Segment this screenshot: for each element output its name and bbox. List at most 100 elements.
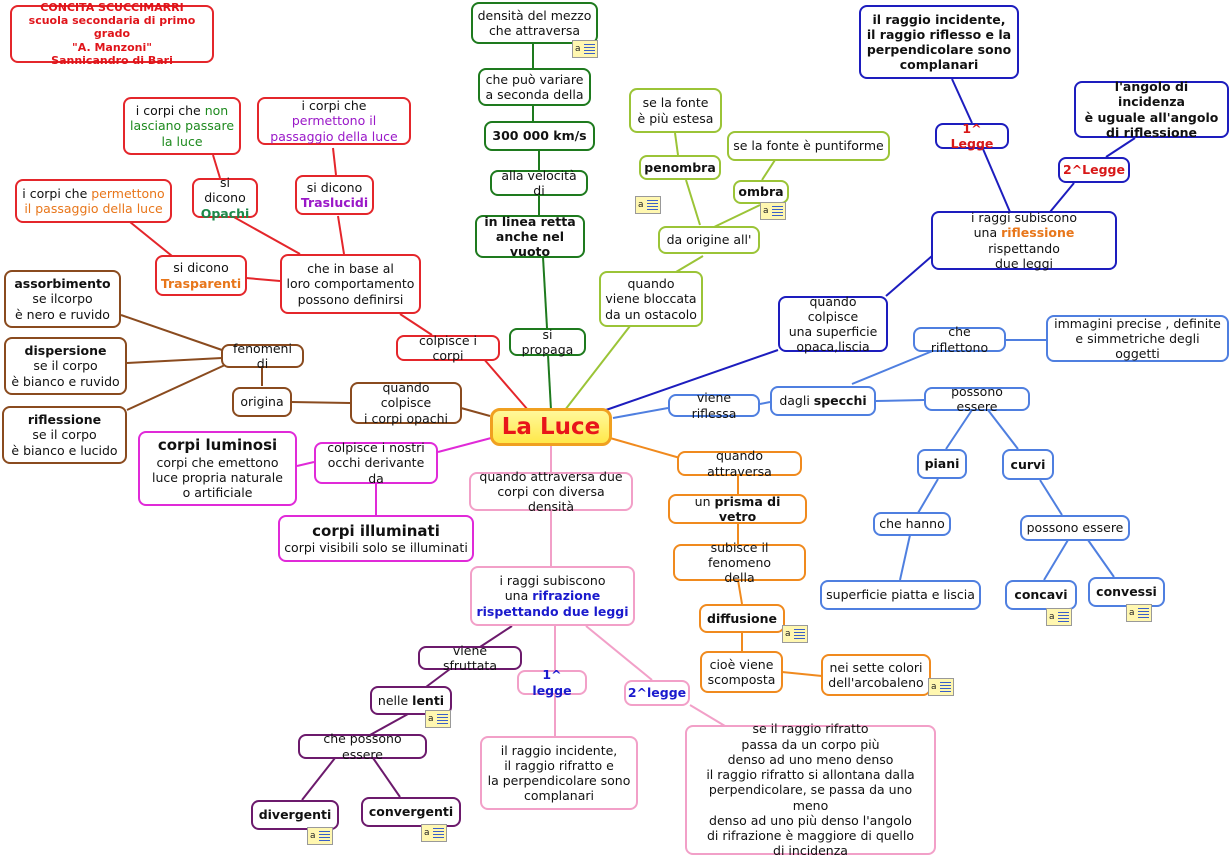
node-fonte-estesa[interactable]: se la fonte è più estesa xyxy=(629,88,722,133)
node-si-dicono-trasparenti[interactable]: si dicono Trasparenti xyxy=(155,255,247,296)
node-colpisce-occhi[interactable]: colpisce i nostri occhi derivante da xyxy=(314,440,438,486)
node-riflessione-corpo[interactable]: riflessione se il corpo è bianco e lucid… xyxy=(2,406,127,464)
node-origina[interactable]: origina xyxy=(232,387,292,417)
node-si-dicono-opachi[interactable]: si dicono Opachi xyxy=(192,175,258,221)
node-che-possono-essere-lenti[interactable]: che possono essere xyxy=(298,731,427,762)
node-dispersione[interactable]: dispersione se il corpo è bianco e ruvid… xyxy=(4,337,127,395)
node-quando-attraversa[interactable]: quando attraversa xyxy=(677,448,802,479)
node-quando-bloccata[interactable]: quando viene bloccata da un ostacolo xyxy=(599,271,703,327)
node-text: i raggi subiscono xyxy=(499,573,606,589)
node-viene-sfruttata[interactable]: viene sfruttata xyxy=(418,643,522,673)
node-corpi-luminosi[interactable]: corpi luminosi corpi che emettono luce p… xyxy=(138,431,297,506)
node-text: complanari xyxy=(899,57,979,73)
node-text: passa da un corpo più xyxy=(741,736,880,752)
node-divergenti[interactable]: divergenti xyxy=(251,800,339,830)
node-convergenti[interactable]: convergenti xyxy=(361,797,461,827)
node-seconda-legge-rifrazione-testo[interactable]: se il raggio rifratto passa da un corpo … xyxy=(685,721,936,858)
node-text: di riflessione xyxy=(1106,124,1197,140)
node-opachi-definizione[interactable]: i corpi che non lasciano passare la luce xyxy=(123,97,241,155)
node-curvi[interactable]: curvi xyxy=(1002,449,1054,480)
node-highlight: prisma di vetro xyxy=(714,493,781,524)
node-velocita-valore[interactable]: 300 000 km/s xyxy=(484,121,595,151)
node-text: i corpi opachi xyxy=(364,410,448,426)
node-text: perpendicolare, se passa da uno meno xyxy=(708,782,913,813)
node-sette-colori[interactable]: nei sette colori dell'arcobaleno xyxy=(821,654,931,696)
node-prima-legge-rifrazione-testo[interactable]: il raggio incidente, il raggio rifratto … xyxy=(480,736,638,810)
node-text: si dicono xyxy=(204,175,246,206)
note-attachment-icon[interactable]: a xyxy=(572,40,598,58)
node-superficie-piatta[interactable]: superficie piatta e liscia xyxy=(820,580,981,610)
node-text: a seconda della xyxy=(485,87,584,102)
node-che-riflettono[interactable]: che riflettono xyxy=(913,324,1006,355)
note-attachment-icon[interactable]: a xyxy=(760,202,786,220)
node-densita-mezzo[interactable]: densità del mezzo che attraversa xyxy=(471,2,598,44)
node-seconda-legge-riflessione-testo[interactable]: l'angolo di incidenza è uguale all'angol… xyxy=(1074,79,1229,140)
node-quando-colpisce-opachi[interactable]: quando colpisce i corpi opachi xyxy=(350,380,462,426)
node-text: è nero e ruvido xyxy=(15,306,110,322)
node-text: che in base al xyxy=(307,261,394,277)
node-assorbimento[interactable]: assorbimento se ilcorpo è nero e ruvido xyxy=(4,270,121,328)
node-traslucidi-definizione[interactable]: i corpi che permettono il passaggio dell… xyxy=(257,97,411,145)
central-topic-la-luce[interactable]: La Luce xyxy=(490,408,612,446)
node-title: corpi luminosi xyxy=(157,436,278,455)
node-si-dicono-traslucidi[interactable]: si dicono Traslucidi xyxy=(295,175,374,215)
node-piani[interactable]: piani xyxy=(917,449,967,479)
note-attachment-icon[interactable]: a xyxy=(425,710,451,728)
node-colpisce-corpi[interactable]: colpisce i corpi xyxy=(396,333,500,363)
node-ombra[interactable]: ombra xyxy=(733,180,789,204)
note-attachment-icon[interactable]: a xyxy=(1046,608,1072,626)
node-possono-essere-specchi[interactable]: possono essere xyxy=(924,384,1030,414)
node-prisma-vetro[interactable]: un prisma di vetro xyxy=(668,494,807,524)
node-text: luce propria naturale xyxy=(152,470,283,486)
node-text: divergenti xyxy=(258,807,332,823)
node-puo-variare[interactable]: che può variare a seconda della xyxy=(478,68,591,106)
node-seconda-legge-riflessione[interactable]: 2^Legge xyxy=(1058,157,1130,183)
node-text: 2^legge xyxy=(627,685,687,701)
node-rifrazione[interactable]: i raggi subiscono una rifrazione rispett… xyxy=(470,566,635,626)
node-text: immagini precise , definite xyxy=(1054,315,1221,331)
node-text: possono essere xyxy=(1026,520,1124,536)
node-si-propaga[interactable]: si propaga xyxy=(509,327,586,357)
note-attachment-icon[interactable]: a xyxy=(421,824,447,842)
node-fonte-puntiforme[interactable]: se la fonte è puntiforme xyxy=(727,131,890,161)
note-attachment-icon[interactable]: a xyxy=(782,625,808,643)
node-prima-legge-rifrazione[interactable]: 1^ legge xyxy=(517,667,587,698)
note-attachment-icon[interactable]: a xyxy=(1126,604,1152,622)
node-trasparenti-definizione[interactable]: i corpi che permettono il passaggio dell… xyxy=(15,179,172,223)
node-text: o artificiale xyxy=(182,485,253,501)
node-concavi[interactable]: concavi xyxy=(1005,580,1077,610)
node-quando-attraversa-due[interactable]: quando attraversa due corpi con diversa … xyxy=(469,469,633,514)
node-convessi[interactable]: convessi xyxy=(1088,577,1165,607)
node-in-base-comportamento[interactable]: che in base al loro comportamento posson… xyxy=(280,254,421,314)
node-text: fenomeni di xyxy=(233,340,292,371)
node-text: da origine all' xyxy=(666,232,752,248)
node-seconda-legge-rifrazione[interactable]: 2^legge xyxy=(624,680,690,706)
node-che-hanno[interactable]: che hanno xyxy=(873,512,951,536)
node-fenomeni-di[interactable]: fenomeni di xyxy=(221,341,304,371)
node-dagli-specchi[interactable]: dagli specchi xyxy=(770,386,876,416)
node-prima-legge-riflessione-testo[interactable]: il raggio incidente, il raggio riflesso … xyxy=(859,5,1019,79)
node-penombra[interactable]: penombra xyxy=(639,155,721,180)
node-text: scomposta xyxy=(707,672,776,687)
node-text: si dicono xyxy=(173,260,229,276)
node-prima-legge-riflessione[interactable]: 1^ Legge xyxy=(935,121,1009,151)
node-alla-velocita[interactable]: alla velocità di xyxy=(490,168,588,198)
node-text: convergenti xyxy=(368,804,454,820)
note-attachment-icon[interactable]: a xyxy=(928,678,954,696)
node-viene-riflessa[interactable]: viene riflessa xyxy=(668,390,760,421)
note-attachment-icon[interactable]: a xyxy=(307,827,333,845)
note-attachment-icon[interactable]: a xyxy=(635,196,661,214)
node-linea-retta[interactable]: in linea retta anche nel vuoto xyxy=(475,214,585,259)
node-text: ombra xyxy=(738,184,784,200)
node-diffusione[interactable]: diffusione xyxy=(699,604,785,633)
node-riflessione[interactable]: i raggi subiscono una riflessione rispet… xyxy=(931,210,1117,271)
node-corpi-illuminati[interactable]: corpi illuminati corpi visibili solo se … xyxy=(278,515,474,562)
node-text: che può variare xyxy=(485,71,584,87)
node-da-origine[interactable]: da origine all' xyxy=(658,226,760,254)
node-scomposta[interactable]: cioè viene scomposta xyxy=(700,651,783,693)
node-possono-essere-curvi[interactable]: possono essere xyxy=(1020,515,1130,541)
node-subisce-fenomeno[interactable]: subisce il fenomeno della xyxy=(673,540,806,585)
node-nelle-lenti[interactable]: nelle lenti xyxy=(370,686,452,715)
node-immagini-precise[interactable]: immagini precise , definite e simmetrich… xyxy=(1046,315,1229,362)
node-quando-colpisce-superficie[interactable]: quando colpisce una superficie opaca,lis… xyxy=(778,294,888,354)
